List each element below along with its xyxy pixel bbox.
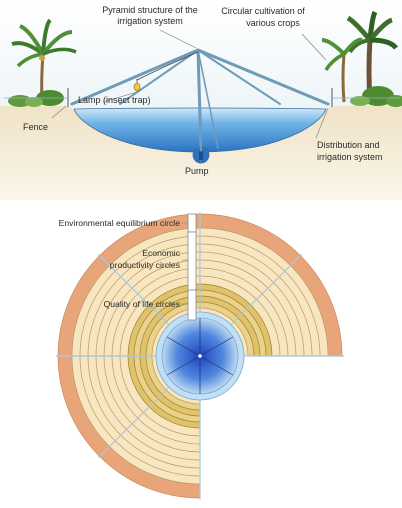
- label-economic-line2: productivity circles: [110, 260, 180, 270]
- leader-lines-top: [51, 29, 329, 165]
- pond-spoke: [166, 336, 201, 357]
- label-pump: Pump: [185, 166, 209, 176]
- concentric-rings: [56, 212, 344, 500]
- label-fence: Fence: [23, 122, 48, 132]
- label-circular-line1: Circular cultivation of: [221, 6, 305, 16]
- label-pyramid-line2: irrigation system: [117, 16, 183, 26]
- pyramid-structure: [70, 48, 330, 152]
- label-distribution-line2: irrigation system: [317, 152, 383, 162]
- label-economic-line1: Economic: [142, 248, 180, 258]
- pond-spoke: [199, 336, 234, 357]
- label-distribution-line1: Distribution and: [317, 140, 380, 150]
- label-pyramid-line1: Pyramid structure of the: [102, 5, 198, 15]
- label-circular-line2: various crops: [246, 18, 300, 28]
- leader-lines-bottom: [182, 222, 188, 305]
- pump-body: [199, 146, 203, 160]
- radial-divider: [97, 253, 170, 326]
- pond-spoke: [199, 355, 234, 376]
- radial-divider: [97, 386, 170, 459]
- fence-right: [331, 88, 400, 107]
- right-palm-trees: [321, 10, 398, 103]
- lamp-bulb: [133, 82, 141, 92]
- label-lamp: Lamp (insect trap): [78, 95, 151, 105]
- right-shrubs: [350, 86, 402, 107]
- pond-spoke: [166, 355, 201, 376]
- lamp-wire: [136, 51, 199, 81]
- label-environmental: Environmental equilibrium circle: [59, 218, 181, 228]
- fence-left: [4, 88, 69, 107]
- ring-scale-bar: [187, 213, 197, 321]
- radial-divider: [230, 253, 303, 326]
- sky: [0, 0, 402, 108]
- pond-hub: [197, 353, 203, 359]
- label-quality: Quality of life circles: [104, 299, 180, 309]
- left-palm-tree: [11, 18, 77, 105]
